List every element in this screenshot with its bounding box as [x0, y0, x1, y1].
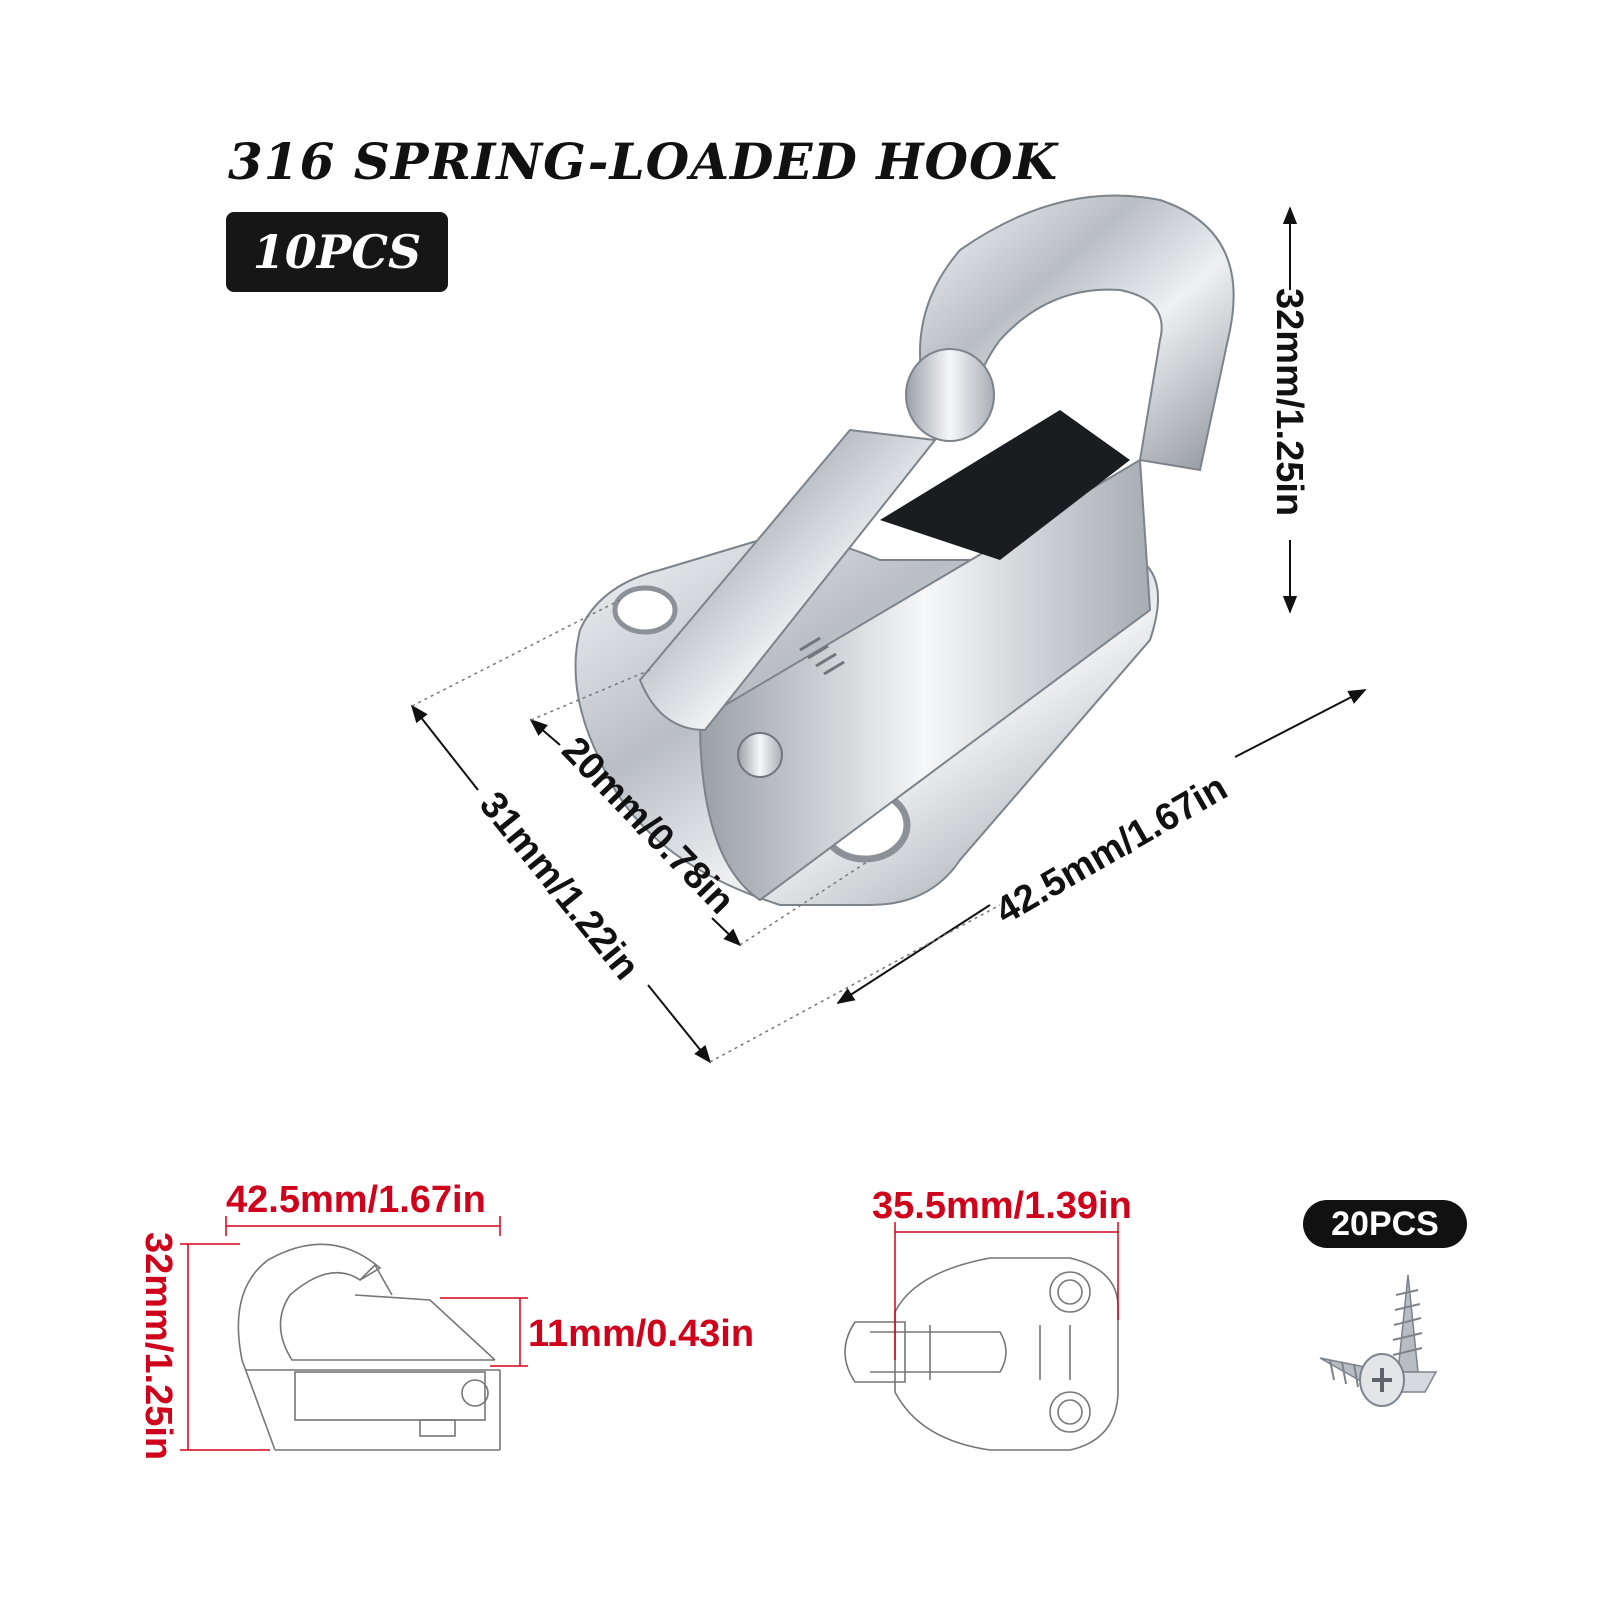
top-width-label: 35.5mm/1.39in	[872, 1185, 1132, 1227]
rivet-icon	[737, 732, 783, 778]
quantity-badge: 10PCS	[226, 212, 448, 292]
screw-icon	[1319, 1274, 1438, 1407]
product-title: 316 SPRING-LOADED HOOK	[228, 132, 1059, 191]
side-view-dimensions: 42.5mm/1.67in 32mm/1.25in 11mm/0.43in	[137, 1179, 754, 1460]
screw-quantity-badge: 20PCS	[1303, 1200, 1467, 1248]
top-view-drawing	[844, 1257, 1119, 1451]
side-opening-label: 11mm/0.43in	[528, 1313, 754, 1355]
height-label: 32mm/1.25in	[1268, 288, 1310, 516]
height-dimension: 32mm/1.25in	[1268, 206, 1310, 614]
hook-illustration	[574, 194, 1235, 906]
top-view-dimensions: 35.5mm/1.39in	[872, 1185, 1132, 1360]
mount-hole-icon	[612, 585, 678, 635]
side-view-drawing	[237, 1243, 501, 1451]
side-height-label: 32mm/1.25in	[137, 1232, 179, 1460]
length-label: 42.5mm/1.67in	[989, 767, 1235, 933]
side-width-label: 42.5mm/1.67in	[226, 1179, 486, 1221]
